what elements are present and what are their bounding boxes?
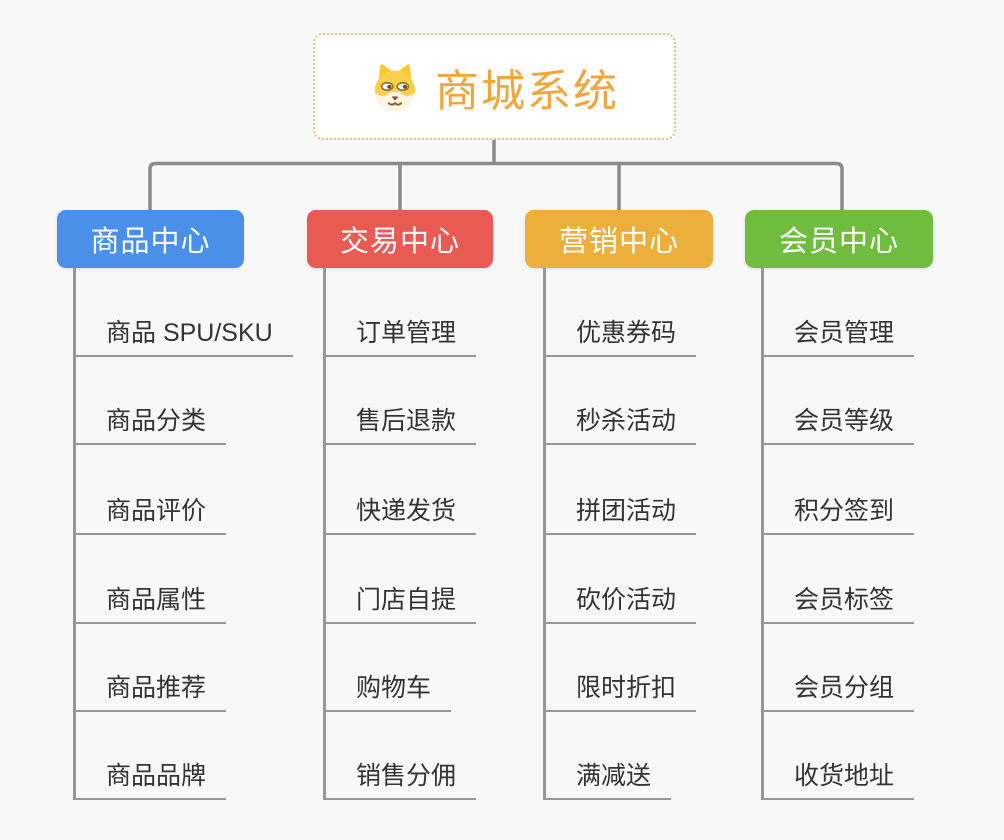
leaf-node[interactable]: 会员管理 bbox=[761, 317, 915, 357]
leaf-node[interactable]: 商品推荐 bbox=[73, 672, 227, 712]
branch-column-member-center: 会员管理 会员等级 积分签到 会员标签 会员分组 收货地址 bbox=[761, 268, 1001, 808]
leaf-node[interactable]: 商品分类 bbox=[73, 405, 227, 445]
branch-node-trade-center[interactable]: 交易中心 bbox=[307, 210, 493, 268]
leaf-node[interactable]: 销售分佣 bbox=[323, 760, 477, 800]
leaf-node[interactable]: 商品品牌 bbox=[73, 760, 227, 800]
leaf-node[interactable]: 秒杀活动 bbox=[543, 405, 697, 445]
leaf-node[interactable]: 售后退款 bbox=[323, 405, 477, 445]
leaf-node[interactable]: 会员分组 bbox=[761, 672, 915, 712]
leaf-node[interactable]: 拼团活动 bbox=[543, 495, 697, 535]
leaf-node[interactable]: 购物车 bbox=[323, 672, 452, 712]
branch-column-marketing-center: 优惠券码 秒杀活动 拼团活动 砍价活动 限时折扣 满减送 bbox=[543, 268, 783, 808]
leaf-node[interactable]: 会员标签 bbox=[761, 584, 915, 624]
leaf-node[interactable]: 砍价活动 bbox=[543, 584, 697, 624]
leaf-node[interactable]: 快递发货 bbox=[323, 495, 477, 535]
leaf-node[interactable]: 商品属性 bbox=[73, 584, 227, 624]
root-title: 商城系统 bbox=[435, 66, 619, 116]
branch-column-product-center: 商品 SPU/SKU 商品分类 商品评价 商品属性 商品推荐 商品品牌 bbox=[73, 268, 313, 808]
branch-label: 会员中心 bbox=[778, 226, 899, 258]
branch-label: 营销中心 bbox=[558, 226, 679, 258]
leaf-node[interactable]: 订单管理 bbox=[323, 317, 477, 357]
dog-face-icon bbox=[374, 63, 416, 111]
branch-label: 商品中心 bbox=[90, 226, 211, 258]
leaf-node[interactable]: 收货地址 bbox=[761, 760, 915, 800]
leaf-node[interactable]: 限时折扣 bbox=[543, 672, 697, 712]
leaf-node[interactable]: 优惠券码 bbox=[543, 317, 697, 357]
leaf-node[interactable]: 会员等级 bbox=[761, 405, 915, 445]
branch-column-trade-center: 订单管理 售后退款 快递发货 门店自提 购物车 销售分佣 bbox=[323, 268, 563, 808]
leaf-node[interactable]: 积分签到 bbox=[761, 495, 915, 535]
leaf-node[interactable]: 门店自提 bbox=[323, 584, 477, 624]
leaf-node[interactable]: 商品评价 bbox=[73, 495, 227, 535]
leaf-node[interactable]: 商品 SPU/SKU bbox=[73, 317, 293, 357]
branch-label: 交易中心 bbox=[339, 226, 460, 258]
leaf-node[interactable]: 满减送 bbox=[543, 760, 672, 800]
root-node[interactable]: 商城系统 bbox=[313, 33, 676, 140]
branch-node-member-center[interactable]: 会员中心 bbox=[745, 210, 933, 268]
branch-node-marketing-center[interactable]: 营销中心 bbox=[525, 210, 713, 268]
branch-node-product-center[interactable]: 商品中心 bbox=[57, 210, 244, 268]
